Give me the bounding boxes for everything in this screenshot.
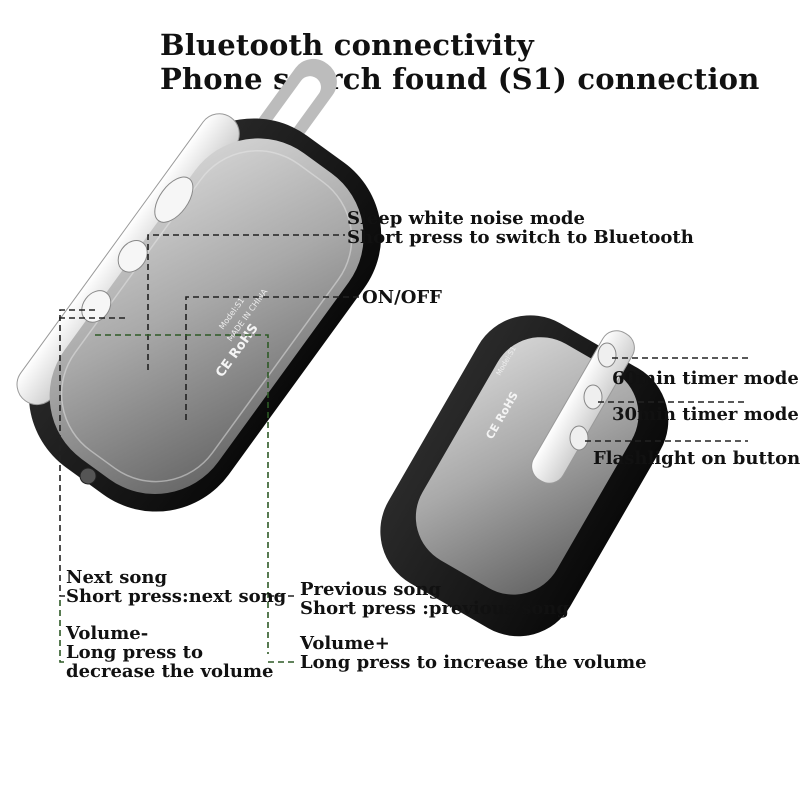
label-next-song-title: Next song: [66, 567, 168, 588]
leader-sleep: [147, 234, 345, 370]
label-next-song: Next song Short press:next song: [66, 568, 286, 606]
label-previous-song-desc: Short press :previous song: [300, 598, 569, 619]
leader-lines: [58, 234, 748, 663]
label-60min-timer: 60min timer mode: [612, 368, 799, 389]
label-sleep-mode-title: Sleep white noise mode: [347, 208, 585, 229]
side-button-sleep: [117, 240, 148, 273]
side-view-button-strip: [531, 330, 635, 484]
heading-line-1: Bluetooth connectivity: [160, 28, 534, 62]
side-view-device: [380, 315, 669, 637]
label-volume-up-desc: Long press to increase the volume: [300, 652, 647, 673]
label-sleep-mode: Sleep white noise mode Short press to sw…: [347, 209, 694, 247]
heading-line-2: Phone search found (S1) connection: [160, 62, 760, 96]
side-button-prev-next: [154, 176, 194, 223]
leader-next-song: [59, 309, 95, 597]
label-volume-down-title: Volume-: [66, 623, 149, 644]
label-volume-down-desc-2: decrease the volume: [66, 661, 274, 682]
leader-volume-down: [95, 334, 269, 654]
label-volume-up-title: Volume+: [300, 633, 390, 654]
label-previous-song: Previous song Short press :previous song: [300, 580, 569, 618]
side-view-button-60: [597, 342, 617, 368]
label-30min-timer: 30min timer mode: [612, 404, 799, 425]
leader-volume-down-2: [59, 600, 66, 663]
label-flashlight: Flashlight on button: [593, 448, 800, 469]
side-button-power: [81, 290, 112, 323]
label-next-song-desc: Short press:next song: [66, 586, 287, 607]
label-volume-down: Volume- Long press to decrease the volum…: [66, 624, 273, 681]
device-face: [49, 138, 364, 494]
label-volume-up: Volume+ Long press to increase the volum…: [300, 634, 647, 672]
label-previous-song-title: Previous song: [300, 579, 442, 600]
label-volume-down-desc-1: Long press to: [66, 642, 203, 663]
flashlight-lens: [79, 467, 97, 485]
label-sleep-mode-desc: Short press to switch to Bluetooth: [347, 227, 694, 248]
label-on-off: ON/OFF: [362, 287, 442, 308]
side-view-button-light: [569, 425, 589, 451]
side-view-button-30: [583, 384, 603, 410]
main-device: [16, 58, 382, 512]
leader-on-off: [185, 296, 360, 420]
